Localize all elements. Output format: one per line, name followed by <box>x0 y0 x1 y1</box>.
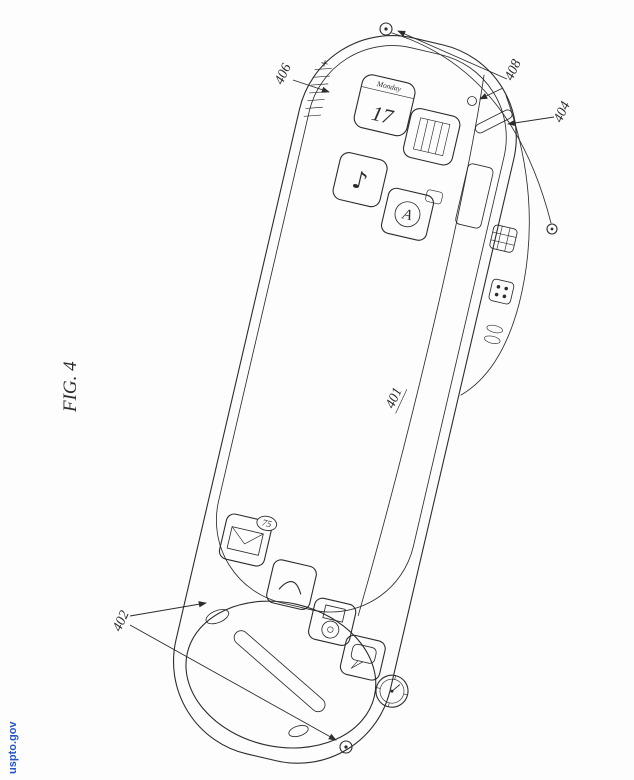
edge-oval-icon <box>484 324 503 344</box>
wrap-sheet-curve <box>460 95 530 396</box>
calendar-icon: Monday 17 <box>353 74 416 137</box>
screen-outline <box>215 45 507 613</box>
leader-line-408-top <box>397 30 508 80</box>
ref-408: 408 <box>502 58 524 83</box>
mail-badge: 75 <box>256 515 278 532</box>
chat-icon <box>339 634 386 681</box>
leader-line-404 <box>507 116 555 127</box>
ref-404: 404 <box>551 100 573 125</box>
compass-icon <box>375 674 409 708</box>
music-icon: ♪ <box>332 152 388 208</box>
mail-icon: 75 <box>218 513 278 567</box>
ref-402: 402 <box>110 609 132 634</box>
keypad-icon <box>489 224 518 253</box>
calendar-day-number: 17 <box>369 101 396 129</box>
cap-oval-left <box>205 609 230 625</box>
maps-letter: A <box>400 206 414 224</box>
sheet-curve-right <box>391 32 552 224</box>
ref-401-group: 401 <box>383 386 408 414</box>
ref-401-underline <box>395 389 408 414</box>
volume-plus-mark: + <box>319 58 330 71</box>
leader-line-408-edge <box>479 87 504 100</box>
phone-outline <box>172 35 517 764</box>
pin-hole-top <box>379 22 393 36</box>
leader-line-402-cap <box>129 601 207 617</box>
face-edge-boundary <box>357 74 485 616</box>
leader-line-402-pin <box>129 624 337 741</box>
music-note-glyph: ♪ <box>349 165 370 196</box>
mail-badge-count: 75 <box>261 518 273 530</box>
top-slot <box>475 109 513 134</box>
volume-hatch: + <box>303 58 332 117</box>
speaker-grille-icon <box>455 163 494 229</box>
cap-oval-bottom <box>288 725 309 738</box>
ref-406: 406 <box>272 62 294 87</box>
media-player-icon <box>308 597 357 646</box>
video-icon <box>402 107 461 166</box>
cap-slot <box>233 630 326 713</box>
dots-icon <box>488 278 515 305</box>
ref-401: 401 <box>383 386 405 411</box>
handset-glyph <box>278 581 302 595</box>
fig-label: FIG. 4 <box>60 361 81 413</box>
bottom-end-cap <box>185 600 377 749</box>
pin-hole-right <box>546 223 558 235</box>
phone-icon <box>266 559 317 610</box>
maps-badge <box>425 189 444 205</box>
pin-hole-top-edge <box>467 96 477 106</box>
pin-hole-bottom <box>339 740 353 754</box>
maps-icon: A <box>380 187 444 241</box>
uspto-watermark: uspto.gov <box>7 721 19 774</box>
phone-device: + Monday 17 <box>172 35 530 764</box>
leader-line-406 <box>292 79 330 93</box>
